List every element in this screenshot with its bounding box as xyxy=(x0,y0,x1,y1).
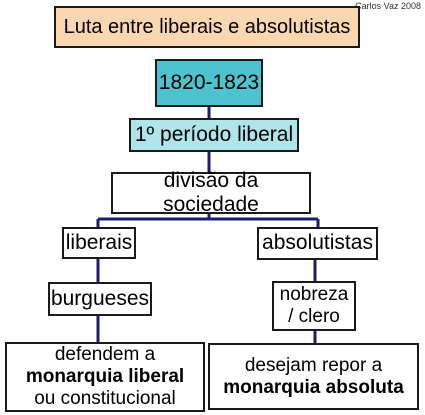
years-text: 1820-1823 xyxy=(158,70,260,94)
clero-text: / clero xyxy=(288,306,340,327)
years-node: 1820-1823 xyxy=(155,59,263,107)
absolutistas-node: absolutistas xyxy=(257,227,378,260)
absolutistas-text: absolutistas xyxy=(262,231,373,255)
nobreza-text: nobreza xyxy=(279,284,349,306)
absolutist-goal-line1: desejam repor a xyxy=(244,354,383,376)
author-credit: Carlos Vaz 2008 xyxy=(355,1,421,11)
period-text: 1º período liberal xyxy=(134,122,294,146)
period-node: 1º período liberal xyxy=(129,118,299,152)
liberal-goal-line2: monarquia liberal xyxy=(25,366,185,388)
liberal-goal-line3: ou constitucional xyxy=(34,387,176,409)
division-text: divisão da sociedade xyxy=(163,168,259,216)
liberal-goal-line1: defendem a xyxy=(54,344,156,366)
liberais-node: liberais xyxy=(62,227,136,259)
nobreza-clero-node: nobreza / clero xyxy=(272,281,356,331)
liberal-goal-node: defendem a monarquia liberal ou constitu… xyxy=(5,342,205,412)
diagram-title: Luta entre liberais e absolutistas xyxy=(54,6,360,48)
division-node: divisão da sociedade xyxy=(111,168,311,216)
absolutist-goal-line2: monarquia absoluta xyxy=(223,376,404,398)
absolutist-goal-node: desejam repor a monarquia absoluta xyxy=(208,343,419,410)
title-text: Luta entre liberais e absolutistas xyxy=(63,15,351,38)
liberais-text: liberais xyxy=(65,230,133,254)
burgueses-node: burgueses xyxy=(48,282,152,316)
burgueses-text: burgueses xyxy=(50,286,150,310)
